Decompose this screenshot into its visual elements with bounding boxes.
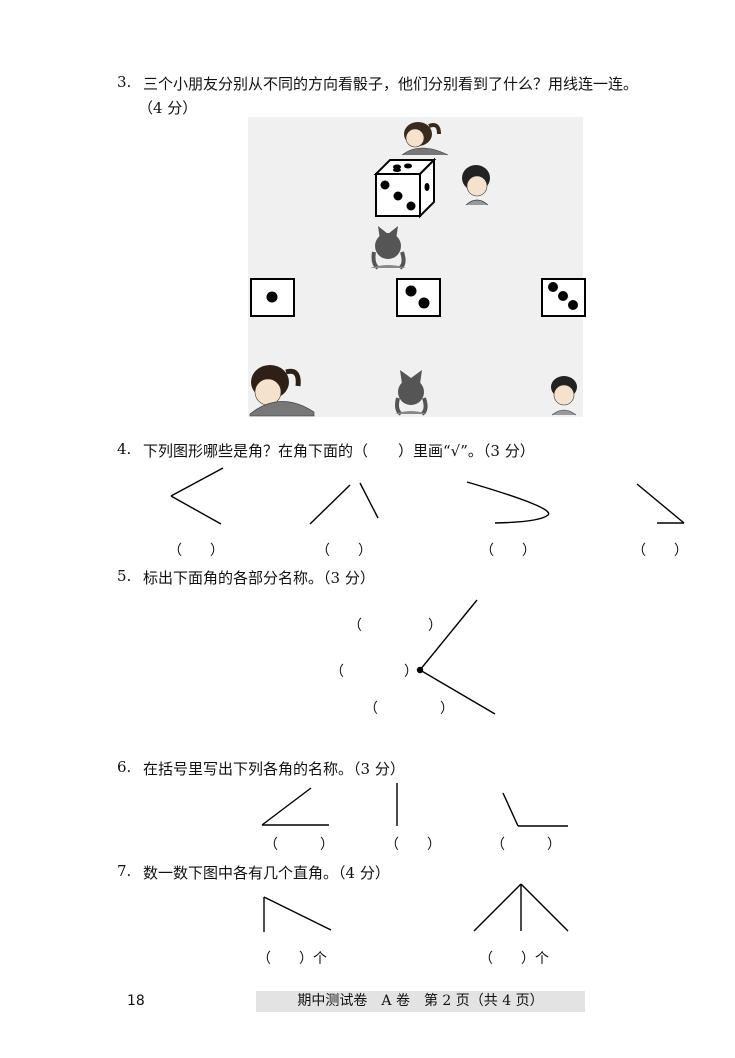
q4-answer-blank-1[interactable]: （ ）	[168, 543, 224, 559]
girl-bottom-right-illustration	[551, 376, 577, 416]
girl-right-illustration	[462, 165, 490, 206]
q4-figure-4-angle	[636, 483, 685, 524]
q5-number: 5.	[117, 567, 132, 585]
q5-lower-arm-label-close[interactable]: ）	[440, 701, 454, 717]
footer-caption: 期中测试卷 A 卷 第 2 页（共 4 页）	[256, 991, 585, 1012]
q7-right-angle-figure	[263, 896, 332, 932]
die-3d-illustration	[373, 157, 437, 219]
q6-answer-blank-1[interactable]: （ ）	[264, 837, 334, 853]
girl-bottom-middle-illustration	[395, 370, 428, 416]
q5-arm-label-close[interactable]: ）	[428, 618, 442, 634]
q5-vertex-label-close[interactable]: ）	[404, 664, 418, 680]
q4-figure-2-not-joined	[309, 482, 379, 525]
q4-answer-blank-4[interactable]: （ ）	[632, 543, 688, 559]
q6-answer-blank-2[interactable]: （ ）	[385, 837, 441, 853]
page-number: 18	[127, 993, 145, 1009]
die-face-three-pips	[541, 278, 586, 317]
die-face-one-pip	[250, 278, 295, 317]
q4-answer-blank-3[interactable]: （ ）	[480, 543, 536, 559]
q7-number: 7.	[117, 862, 132, 880]
q4-text: 下列图形哪些是角？在角下面的（ ）里画“√”。（3 分）	[143, 442, 535, 460]
q5-text: 标出下面角的各部分名称。（3 分）	[143, 569, 375, 587]
q5-angle-figure	[416, 599, 496, 715]
q6-text: 在括号里写出下列各角的名称。（3 分）	[143, 760, 405, 778]
q7-branching-figure	[473, 883, 569, 932]
q5-vertex-label-open[interactable]: （	[330, 664, 344, 680]
q6-acute-angle	[261, 787, 329, 826]
q7-answer-blank-1[interactable]: （ ）个	[257, 951, 327, 967]
q6-obtuse-angle	[502, 792, 568, 827]
q7-text: 数一数下图中各有几个直角。（4 分）	[143, 864, 390, 882]
q4-figure-1-angle	[170, 467, 224, 525]
die-face-two-pips	[396, 278, 441, 317]
q6-number: 6.	[117, 758, 132, 776]
q5-arm-label-open[interactable]: （	[348, 618, 362, 634]
q3-text: 三个小朋友分别从不同的方向看骰子，他们分别看到了什么？用线连一连。	[143, 75, 639, 93]
q3-number: 3.	[117, 73, 132, 91]
q3-score: （4 分）	[138, 99, 198, 117]
q7-answer-blank-2[interactable]: （ ）个	[479, 951, 549, 967]
girl-bottom-illustration	[370, 226, 406, 270]
q5-lower-arm-label-open[interactable]: （	[364, 701, 378, 717]
q4-figure-3-curve	[466, 481, 550, 524]
q6-answer-blank-3[interactable]: （ ）	[491, 837, 561, 853]
girl-bottom-left-illustration	[249, 365, 315, 417]
girl-top-illustration	[401, 122, 449, 156]
q4-answer-blank-2[interactable]: （ ）	[316, 543, 372, 559]
q4-number: 4.	[117, 440, 132, 458]
